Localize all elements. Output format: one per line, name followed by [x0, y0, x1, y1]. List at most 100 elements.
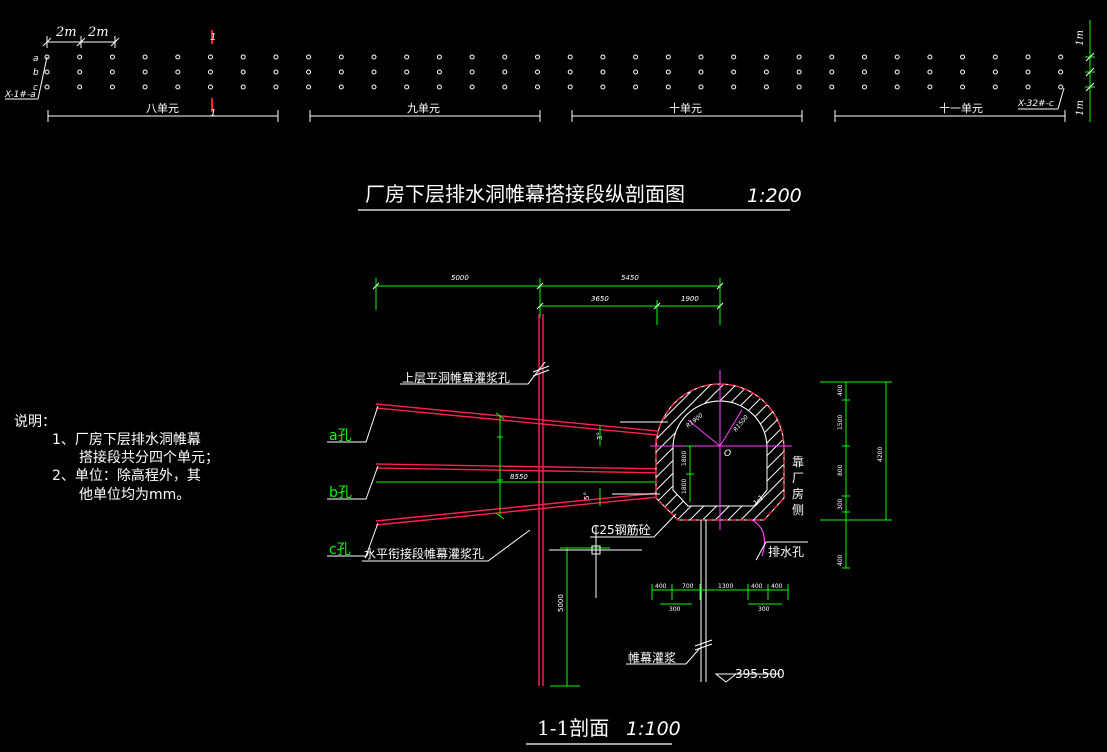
grout-hole: [862, 69, 867, 75]
grout-hole: [1058, 54, 1064, 60]
grout-hole: [665, 54, 671, 60]
svg-text:300: 300: [669, 606, 681, 613]
grout-hole: [175, 69, 181, 75]
svg-text:400: 400: [751, 583, 763, 590]
row-label-a: a: [33, 54, 39, 64]
grout-hole: [371, 84, 377, 90]
crosshair-cursor: [549, 526, 642, 598]
grout-hole: [240, 69, 246, 75]
grout-hole: [1025, 69, 1031, 75]
grout-hole: [338, 54, 344, 60]
unit-brackets: [47, 110, 1066, 122]
grout-hole: [404, 54, 410, 60]
grout-hole: [633, 84, 639, 90]
section-title-scale: 1:100: [626, 718, 681, 740]
dim-8550-lines: [376, 412, 668, 520]
grout-hole: [44, 69, 50, 75]
grout-hole: [763, 69, 769, 75]
label-plant-side: 靠 厂 房 侧: [792, 455, 804, 517]
grout-hole: [894, 69, 900, 75]
spacing-label-2: 2m: [87, 25, 109, 40]
grout-hole: [698, 69, 704, 75]
long-section-scale: 1:200: [747, 185, 802, 207]
grout-hole: [862, 84, 867, 90]
grout-hole: [208, 84, 213, 90]
grout-hole: [175, 84, 181, 90]
row-label-c: c: [33, 83, 38, 93]
label-b-hole: b孔: [329, 485, 352, 501]
grout-hole: [894, 54, 900, 60]
grout-hole: [600, 84, 606, 90]
grout-hole: [796, 84, 802, 90]
grout-hole: [77, 69, 83, 75]
grout-hole: [142, 69, 148, 75]
grout-hole: [633, 54, 639, 60]
grout-hole: [796, 54, 802, 60]
grout-hole: [338, 84, 344, 90]
grout-hole: [829, 54, 835, 60]
row-label-b: b: [33, 68, 39, 78]
grout-hole: [469, 54, 475, 60]
dim-5450: 5450: [621, 274, 639, 282]
elevation-label: 395.500: [735, 667, 785, 681]
angle-label-5deg: 5°: [583, 492, 591, 500]
note-line-2: 搭接段共分四个单元；: [79, 449, 219, 466]
grout-hole: [44, 84, 50, 90]
grout-hole: [829, 84, 835, 90]
label-horizontal-grout: 水平衔接段帷幕灌浆孔: [364, 546, 484, 561]
svg-text:400: 400: [837, 554, 844, 566]
grout-hole: [109, 84, 115, 90]
inclined-grout-holes: [375, 403, 669, 526]
grout-hole: [731, 84, 737, 90]
elevation-marker: [714, 673, 738, 683]
grout-hole: [992, 69, 998, 75]
grout-hole: [567, 69, 573, 75]
section-title: 1-1剖面: [537, 716, 609, 740]
svg-text:侧: 侧: [792, 503, 804, 517]
grout-hole: [208, 69, 213, 75]
svg-text:300: 300: [837, 498, 844, 510]
dim-3650: 3650: [591, 295, 609, 303]
spacing-label-1: 2m: [55, 25, 77, 40]
svg-text:1300: 1300: [718, 583, 733, 590]
grout-hole: [535, 54, 540, 60]
grout-hole: [960, 69, 966, 75]
bottom-dim-labels: 400 700 1300 400 400 300 300: [655, 583, 783, 613]
grout-hole: [992, 84, 998, 90]
grout-hole: [633, 69, 639, 75]
long-section-title: 厂房下层排水洞帷幕搭接段纵剖面图: [365, 182, 685, 206]
grout-hole: [665, 84, 671, 90]
section-marker-label-top: 1: [210, 32, 216, 43]
note-line-3: 2、单位：除高程外，其: [52, 467, 201, 484]
tunnel-outer-outline: [655, 383, 785, 521]
svg-text:700: 700: [682, 583, 694, 590]
unit-label-8: 八单元: [146, 102, 179, 115]
note-line-4: 他单位均为mm。: [79, 487, 190, 503]
grout-hole: [862, 54, 867, 60]
grout-hole: [731, 69, 737, 75]
grout-hole: [109, 69, 115, 75]
grout-hole: [894, 84, 900, 90]
section-top-dimensions: [375, 278, 721, 325]
section-right-dimensions: [820, 381, 892, 569]
svg-text:300: 300: [758, 606, 770, 613]
grout-hole: [535, 69, 540, 75]
grout-hole: [273, 84, 279, 90]
grout-hole: [960, 54, 966, 60]
grout-hole: [960, 84, 966, 90]
grout-hole: [306, 69, 312, 75]
right-dim-label-1: 1m: [1075, 30, 1086, 46]
grout-hole: [469, 69, 475, 75]
grout-hole: [535, 84, 540, 90]
grout-hole: [763, 84, 769, 90]
grout-hole: [273, 54, 279, 60]
grout-hole: [927, 84, 933, 90]
grout-hole: [1025, 54, 1031, 60]
grout-hole: [992, 54, 998, 60]
unit-label-9: 九单元: [407, 102, 440, 115]
hole-grid: [44, 54, 1064, 90]
dim-8550: 8550: [510, 473, 528, 481]
grout-hole: [142, 84, 148, 90]
center-label: O: [724, 449, 731, 459]
